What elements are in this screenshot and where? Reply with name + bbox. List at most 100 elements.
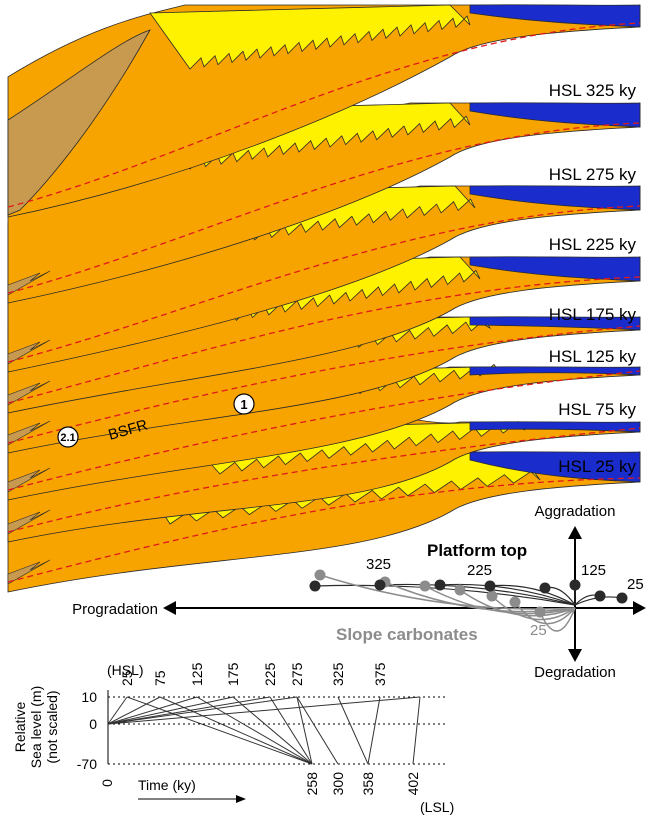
hsl-tick-label: 375: [372, 662, 388, 686]
hsl-tick-label: 275: [289, 662, 305, 686]
hsl-tick-label: 125: [189, 662, 205, 686]
x-axis-label: Time (ky): [138, 777, 196, 793]
blue-lagoon-3: [469, 366, 641, 376]
red-surface-3: [7, 370, 641, 491]
aggradation-arrowhead: [568, 526, 582, 539]
marker-2-1: 2.1: [57, 426, 79, 448]
blue-lagoon-4: [469, 316, 641, 331]
sl-rise-line: [107, 696, 271, 725]
platform-point: [484, 580, 496, 592]
x-origin-label: 0: [99, 779, 115, 787]
red-surface-8: [7, 22, 641, 208]
sl-rise-line: [107, 696, 298, 725]
degradation-arrowhead: [568, 649, 582, 662]
platform-trajectory-line: [489, 584, 576, 606]
stage-label-325: HSL 325 ky: [549, 81, 637, 100]
blue-lagoon-8: [469, 4, 641, 28]
red-surface-1: [7, 477, 641, 583]
sl-rise-line: [107, 696, 128, 725]
red-surface-6: [7, 205, 641, 363]
ytick-minus-70: -70: [77, 756, 97, 772]
platform-point: [594, 590, 606, 602]
red-surface-4: [7, 325, 641, 444]
slope-trajectory-line: [539, 607, 576, 632]
lsl-tick-label: 402: [405, 772, 421, 796]
stage-label-225: HSL 225 ky: [549, 235, 637, 254]
brown-toe-7: [7, 270, 51, 296]
brown-toe-4: [7, 420, 51, 446]
stage-label-125: HSL 125 ky: [549, 347, 637, 366]
ytick-10: 10: [81, 689, 97, 705]
ylabel-line1: Relative: [12, 702, 28, 753]
platform-trajectory-line: [314, 584, 576, 606]
sl-rise-line: [107, 696, 234, 725]
sea-level-chart: 10 0 -70 Relative Sea level (m) (not sca…: [12, 662, 454, 815]
lsl-tick-label: 358: [360, 772, 376, 796]
brown-toe-1: [7, 559, 51, 585]
sl-fall-line: [296, 696, 339, 765]
platform-point: [539, 582, 551, 594]
brown-toe-6: [7, 339, 51, 365]
platform-point: [434, 579, 446, 591]
slope-trajectory-line: [319, 574, 576, 610]
platform-point: [569, 579, 581, 591]
sl-fall-line: [337, 696, 369, 765]
blue-lagoon-2: [469, 421, 641, 433]
lsl-label: (LSL): [420, 799, 454, 815]
marker-1-label: 1: [240, 397, 247, 412]
platform-label-225: 225: [467, 562, 492, 579]
slope-label-25: 25: [530, 622, 547, 639]
sl-rise-line: [107, 696, 198, 725]
slope-point: [534, 606, 546, 618]
sl-fall-line: [412, 696, 421, 765]
marker-2-1-label: 2.1: [60, 432, 75, 444]
sl-fall-line: [296, 696, 313, 765]
cross-section-8: [7, 4, 641, 218]
yellow-wedge-8: [149, 4, 471, 70]
platform-label-325: 325: [366, 556, 391, 573]
red-surface-7: [7, 122, 641, 294]
hsl-tick-label: 325: [330, 662, 346, 686]
red-surface-5: [7, 276, 641, 404]
hsl-tick-label: 225: [262, 662, 278, 686]
stage-label-175: HSL 175 ky: [549, 305, 637, 324]
blue-lagoon-1: [469, 451, 641, 483]
platform-label-125: 125: [581, 562, 606, 579]
brown-toe-5: [7, 380, 51, 406]
slope-trajectory-line: [424, 585, 576, 615]
lsl-tick-label: 258: [304, 772, 320, 796]
ytick-0: 0: [89, 716, 97, 732]
platform-trajectory-line: [439, 583, 576, 606]
platform-trajectory-line: [379, 583, 576, 606]
slope-trajectory-line: [384, 581, 576, 613]
time-arrowhead: [236, 795, 246, 803]
brown-toe-2: [7, 509, 51, 535]
slope-point: [509, 596, 521, 608]
slope-point: [419, 580, 431, 592]
platform-point: [374, 579, 386, 591]
ylabel-line2: Sea level (m): [28, 686, 44, 768]
platform-point: [616, 592, 628, 604]
lsl-tick-label: 300: [330, 772, 346, 796]
sl-fall-line: [196, 696, 313, 765]
sl-rise-line: [107, 696, 421, 725]
sl-fall-line: [159, 696, 313, 765]
brown-toe-3: [7, 467, 51, 493]
blue-lagoon-5: [469, 256, 641, 282]
stage-label-75: HSL 75 ky: [558, 400, 636, 419]
hsl-tick-label: 175: [225, 662, 241, 686]
marker-1: 1: [233, 393, 255, 415]
slope-point: [486, 590, 498, 602]
right-arrowhead: [633, 601, 646, 615]
sl-rise-line: [107, 696, 161, 725]
degradation-label: Degradation: [534, 664, 616, 681]
blue-lagoon-7: [469, 102, 641, 128]
hsl-tick-label: 25: [119, 670, 135, 686]
brown-toe: [7, 29, 151, 216]
slope-trajectory-line: [514, 601, 576, 625]
hsl-tick-label: 75: [152, 670, 168, 686]
blue-lagoon-6: [469, 185, 641, 211]
hsl-label: (HSL): [107, 662, 144, 678]
progradation-arrowhead: [163, 601, 176, 615]
